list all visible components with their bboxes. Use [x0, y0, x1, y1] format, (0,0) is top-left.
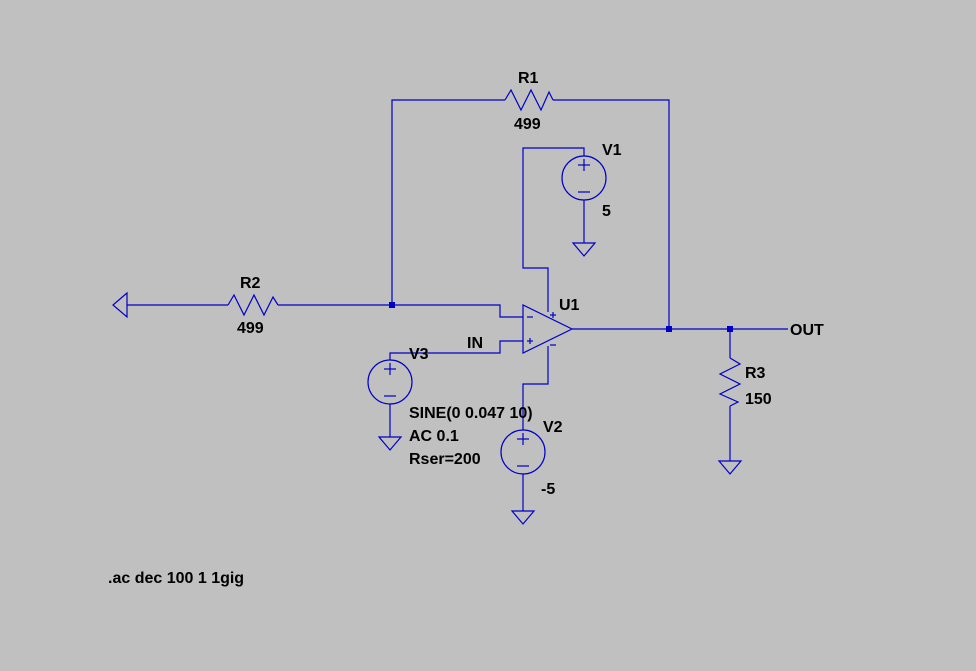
wire-r1-to-out[interactable]: [553, 99, 670, 329]
u1-name-label: U1: [559, 297, 580, 314]
wires: [127, 99, 788, 511]
resistor-r3[interactable]: R3 150: [718, 357, 772, 408]
junction-dot[interactable]: [666, 326, 672, 332]
r3-name-label: R3: [745, 365, 766, 382]
net-label-in[interactable]: IN: [467, 335, 483, 352]
r2-value-label: 499: [237, 320, 264, 337]
opamp-u1-symbol[interactable]: [522, 304, 574, 354]
grounds: [377, 242, 743, 525]
v3-param-line-2: AC 0.1: [409, 428, 459, 445]
r1-value-label: 499: [514, 116, 541, 133]
r2-name-label: R2: [240, 275, 261, 292]
resistor-r2-symbol[interactable]: [227, 293, 279, 317]
spice-directive[interactable]: .ac dec 100 1 1gig: [108, 570, 244, 587]
wire-junction-to-r1[interactable]: [391, 99, 505, 305]
input-port-flag[interactable]: [112, 291, 128, 319]
resistor-r2[interactable]: R2 499: [227, 275, 279, 337]
resistor-r3-symbol[interactable]: [718, 357, 742, 407]
voltage-source-v1[interactable]: V1 5: [561, 142, 622, 220]
v3-name-label: V3: [409, 346, 429, 363]
ground-icon[interactable]: [571, 242, 597, 257]
resistor-r1-symbol[interactable]: [504, 88, 554, 112]
junction-dot[interactable]: [727, 326, 733, 332]
wire-u1-vplus-to-v1[interactable]: [522, 147, 585, 312]
r3-value-label: 150: [745, 391, 772, 408]
v1-symbol[interactable]: [561, 155, 607, 201]
v2-name-label: V2: [543, 419, 563, 436]
v1-name-label: V1: [602, 142, 622, 159]
wire-in-net[interactable]: [389, 340, 523, 360]
v3-param-line-1: SINE(0 0.047 10): [409, 405, 533, 422]
junction-dot[interactable]: [389, 302, 395, 308]
wire-r2-to-u1-minus[interactable]: [278, 304, 523, 318]
r1-name-label: R1: [518, 70, 539, 87]
ground-icon[interactable]: [510, 510, 536, 525]
wire-u1-vminus-to-v2[interactable]: [522, 346, 549, 430]
ground-icon[interactable]: [717, 460, 743, 475]
net-label-out[interactable]: OUT: [790, 322, 824, 339]
junctions: [389, 302, 733, 332]
v3-symbol[interactable]: [367, 359, 413, 405]
opamp-u1[interactable]: U1: [522, 297, 580, 354]
ground-icon[interactable]: [377, 436, 403, 451]
resistor-r1[interactable]: R1 499: [504, 70, 554, 133]
v2-symbol[interactable]: [500, 429, 546, 475]
v3-param-line-3: Rser=200: [409, 451, 481, 468]
v1-value-label: 5: [602, 203, 611, 220]
v2-value-label: -5: [541, 481, 555, 498]
voltage-source-v3[interactable]: V3 SINE(0 0.047 10) AC 0.1 Rser=200: [367, 346, 533, 468]
voltage-source-v2[interactable]: V2 -5: [500, 419, 563, 498]
